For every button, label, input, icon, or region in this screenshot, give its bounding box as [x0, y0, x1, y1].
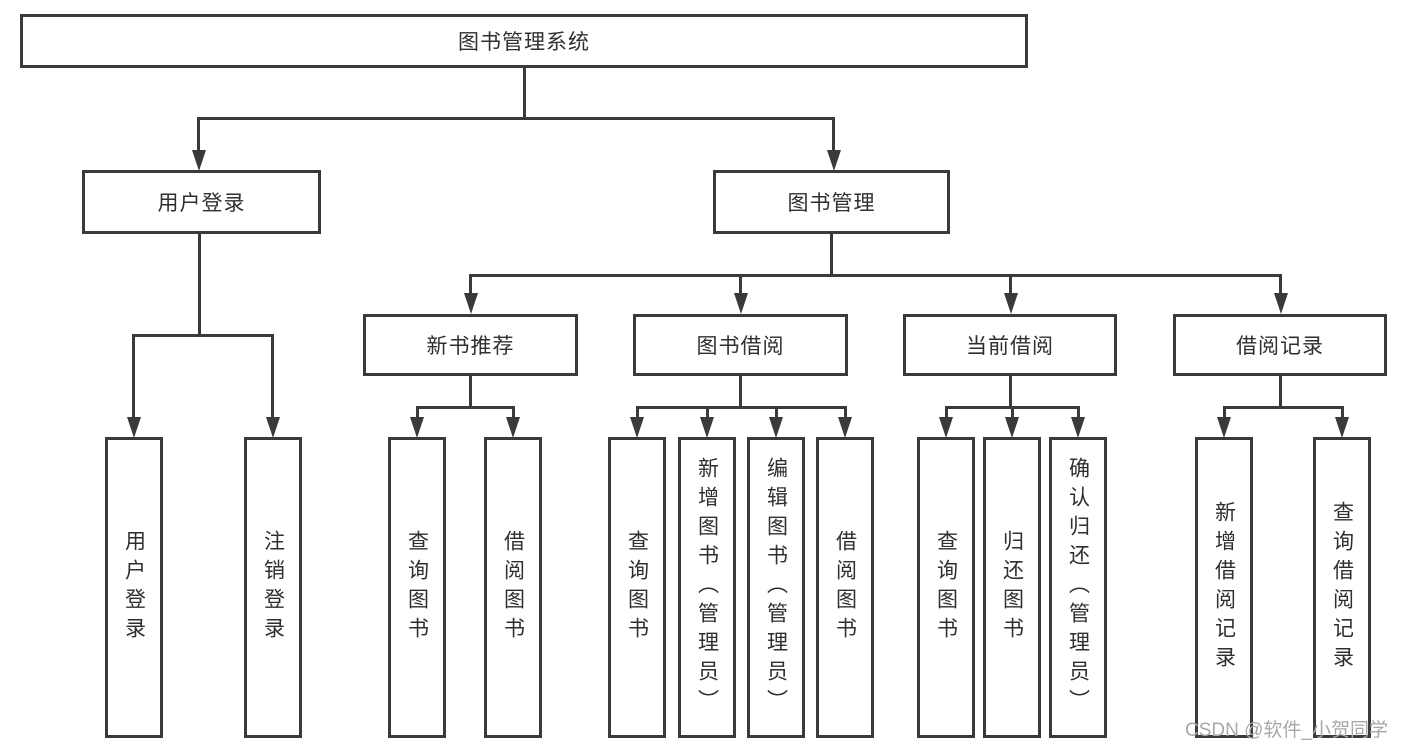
arrowhead-book-borrow — [734, 293, 748, 314]
connector-bm-drop-1 — [469, 274, 472, 296]
node-borrow-records-label: 借阅记录 — [1236, 335, 1324, 358]
connector-bm-drop-3 — [1009, 274, 1012, 296]
connector-bb-drop-1 — [636, 406, 639, 419]
arrowhead-borrow-records — [1274, 293, 1288, 314]
leaf-nb-query-books: 查询图书 — [388, 437, 446, 738]
connector-bm-hline — [469, 274, 1282, 277]
connector-br-stem — [1279, 376, 1282, 408]
leaf-nb-borrow-books: 借阅图书 — [484, 437, 542, 738]
node-new-book-rec-label: 新书推荐 — [426, 335, 515, 358]
node-user-login-label: 用户登录 — [157, 192, 246, 215]
arrowhead-br-leaf-2 — [1335, 417, 1349, 438]
arrowhead-bb-leaf-3 — [769, 417, 783, 438]
connector-nb-drop-2 — [512, 406, 515, 419]
leaf-cb-confirm-return-admin-label: 确认归还（管理员） — [1066, 457, 1090, 718]
leaf-logout: 注销登录 — [244, 437, 302, 738]
leaf-br-add-record-label: 新增借阅记录 — [1212, 500, 1236, 675]
arrowhead-leaf-logout — [266, 417, 280, 438]
arrowhead-leaf-login — [127, 417, 141, 438]
leaf-bb-query-books-label: 查询图书 — [625, 529, 649, 646]
connector-root-drop-2 — [832, 117, 835, 153]
node-current-borrow-label: 当前借阅 — [966, 335, 1054, 358]
leaf-bb-borrow-books: 借阅图书 — [816, 437, 874, 738]
connector-bm-drop-4 — [1279, 274, 1282, 296]
connector-nb-stem — [469, 376, 472, 408]
connector-bm-drop-2 — [739, 274, 742, 296]
arrowhead-nb-leaf-1 — [410, 417, 424, 438]
leaf-bb-query-books: 查询图书 — [608, 437, 666, 738]
arrowhead-new-book — [464, 293, 478, 314]
leaf-cb-query-books-label: 查询图书 — [934, 529, 958, 646]
arrowhead-bb-leaf-1 — [630, 417, 644, 438]
csdn-watermark: CSDN @软件_小贺同学 — [1185, 720, 1388, 741]
connector-ul-hline — [132, 334, 274, 337]
connector-cb-drop-3 — [1077, 406, 1080, 419]
connector-br-hline — [1223, 406, 1344, 409]
connector-root-hline — [197, 117, 835, 120]
leaf-bb-add-books-admin: 新增图书（管理员） — [678, 437, 736, 738]
node-current-borrow: 当前借阅 — [903, 314, 1117, 376]
leaf-br-query-record-label: 查询借阅记录 — [1330, 500, 1354, 675]
connector-ul-drop-2 — [271, 334, 274, 419]
leaf-bb-edit-books-admin: 编辑图书（管理员） — [747, 437, 805, 738]
arrowhead-cb-leaf-2 — [1005, 417, 1019, 438]
node-new-book-rec: 新书推荐 — [363, 314, 578, 376]
arrowhead-nb-leaf-2 — [506, 417, 520, 438]
node-book-mgmt-label: 图书管理 — [787, 192, 876, 215]
connector-ul-drop-1 — [132, 334, 135, 419]
arrowhead-user-login — [192, 150, 206, 171]
connector-nb-drop-1 — [416, 406, 419, 419]
leaf-user-login: 用户登录 — [105, 437, 163, 738]
connector-bb-stem — [739, 376, 742, 408]
connector-root-drop-1 — [197, 117, 200, 153]
leaf-bb-add-books-admin-label: 新增图书（管理员） — [695, 457, 719, 718]
connector-bb-drop-3 — [775, 406, 778, 419]
arrowhead-cb-leaf-3 — [1071, 417, 1085, 438]
leaf-nb-query-books-label: 查询图书 — [405, 529, 429, 646]
node-root: 图书管理系统 — [20, 14, 1028, 68]
leaf-cb-return-books-label: 归还图书 — [1000, 529, 1024, 646]
connector-cb-drop-2 — [1011, 406, 1014, 419]
leaf-user-login-label: 用户登录 — [122, 529, 146, 646]
connector-bb-hline — [636, 406, 847, 409]
node-borrow-records: 借阅记录 — [1173, 314, 1387, 376]
connector-bb-drop-4 — [844, 406, 847, 419]
leaf-nb-borrow-books-label: 借阅图书 — [501, 529, 525, 646]
node-book-mgmt: 图书管理 — [713, 170, 950, 234]
node-root-label: 图书管理系统 — [458, 31, 590, 54]
arrowhead-current-borrow — [1004, 293, 1018, 314]
connector-bb-drop-2 — [706, 406, 709, 419]
leaf-br-query-record: 查询借阅记录 — [1313, 437, 1371, 738]
arrowhead-bb-leaf-4 — [838, 417, 852, 438]
leaf-cb-return-books: 归还图书 — [983, 437, 1041, 738]
connector-br-drop-2 — [1341, 406, 1344, 419]
leaf-bb-edit-books-admin-label: 编辑图书（管理员） — [764, 457, 788, 718]
leaf-bb-borrow-books-label: 借阅图书 — [833, 529, 857, 646]
arrowhead-book-mgmt — [827, 150, 841, 171]
leaf-logout-label: 注销登录 — [261, 529, 285, 646]
arrowhead-cb-leaf-1 — [939, 417, 953, 438]
leaf-cb-confirm-return-admin: 确认归还（管理员） — [1049, 437, 1107, 738]
arrowhead-br-leaf-1 — [1217, 417, 1231, 438]
node-user-login: 用户登录 — [82, 170, 321, 234]
connector-cb-drop-1 — [945, 406, 948, 419]
connector-ul-stem — [198, 234, 201, 337]
arrowhead-bb-leaf-2 — [700, 417, 714, 438]
connector-bm-stem — [830, 234, 833, 276]
node-book-borrow: 图书借阅 — [633, 314, 848, 376]
leaf-cb-query-books: 查询图书 — [917, 437, 975, 738]
connector-root-stem — [523, 68, 526, 119]
connector-cb-stem — [1009, 376, 1012, 408]
connector-br-drop-1 — [1223, 406, 1226, 419]
leaf-br-add-record: 新增借阅记录 — [1195, 437, 1253, 738]
connector-nb-hline — [416, 406, 515, 409]
node-book-borrow-label: 图书借阅 — [696, 335, 785, 358]
